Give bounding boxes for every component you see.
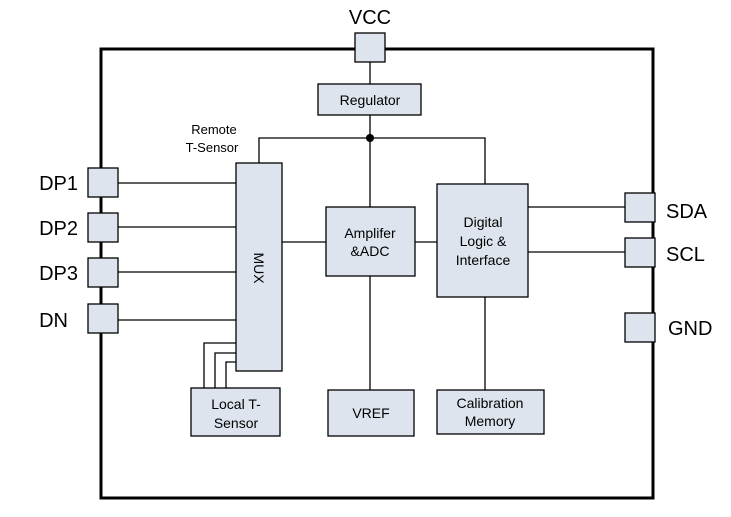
vcc-label: VCC [349,7,391,29]
sda-label: SDA [666,201,708,223]
dp1-pin [87,167,119,198]
gnd-pin [624,312,656,343]
scl-label: SCL [666,244,705,266]
amplifier-label-line2: &ADC [351,243,390,259]
local-sensor-block [190,387,281,437]
digital-logic-line1: Digital [464,214,503,230]
junction-dot [366,134,374,142]
mux-label: MUX [251,252,267,284]
regulator-block [317,83,422,116]
vref-label: VREF [352,405,389,421]
gnd-label: GND [668,318,712,340]
vcc-pin [354,32,386,63]
dn-label: DN [39,310,68,332]
dn-pin [87,303,119,334]
dp2-label: DP2 [39,218,78,240]
regulator-label: Regulator [340,92,401,108]
scl-pin [624,237,656,268]
sda-pin [624,192,656,223]
local-sensor-line2: Sensor [214,415,259,431]
calibration-line2: Memory [465,413,516,429]
calibration-memory-block [436,389,545,435]
dp1-label: DP1 [39,173,78,195]
digital-logic-block [436,183,529,298]
vref-block [327,389,415,437]
dp2-pin [87,212,119,243]
connection-wires [118,62,625,390]
mux-block [235,162,283,372]
local-sensor-line1: Local T- [211,396,261,412]
dp3-pin [87,257,119,288]
amplifier-adc-block [325,206,416,277]
remote-sensor-line1: Remote [191,122,237,137]
digital-logic-line3: Interface [456,252,511,268]
amplifier-label-line1: Amplifer [344,225,396,241]
remote-sensor-line2: T-Sensor [186,140,239,155]
digital-logic-line2: Logic & [460,233,507,249]
calibration-line1: Calibration [457,395,524,411]
dp3-label: DP3 [39,263,78,285]
